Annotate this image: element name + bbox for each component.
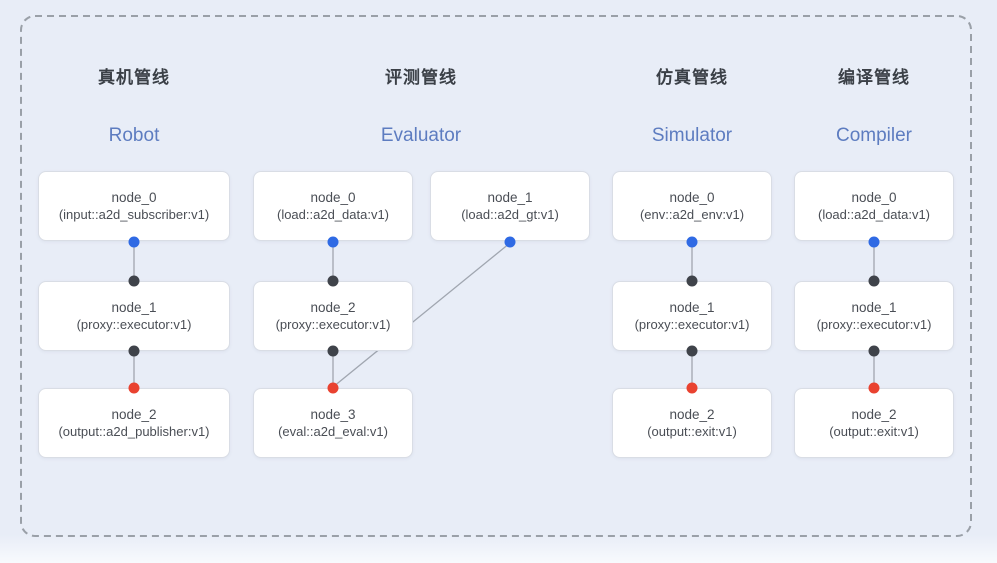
node-name: node_3 — [310, 407, 356, 423]
node-name: node_2 — [669, 407, 715, 423]
output-port-dot — [128, 382, 140, 394]
input-port-dot — [868, 236, 880, 248]
output-port-dot — [686, 382, 698, 394]
node-type: (env::a2d_env:v1) — [639, 206, 745, 222]
pipeline-title-en-robot: Robot — [108, 125, 160, 146]
node-simulator-node2: node_2 (output::exit:v1) — [612, 388, 772, 458]
node-type: (load::a2d_data:v1) — [817, 206, 931, 222]
output-port-dot — [868, 382, 880, 394]
pipeline-title-zh-compiler: 编译管线 — [838, 68, 910, 87]
pipeline-title-en-simulator: Simulator — [651, 125, 733, 146]
node-robot-node0: node_0 (input::a2d_subscriber:v1) — [38, 171, 230, 241]
node-type: (eval::a2d_eval:v1) — [278, 423, 388, 439]
node-name: node_1 — [851, 300, 897, 316]
executor-port-dot — [686, 275, 698, 287]
node-simulator-node0: node_0 (env::a2d_env:v1) — [612, 171, 772, 241]
node-evaluator-node3: node_3 (eval::a2d_eval:v1) — [253, 388, 413, 458]
input-port-dot — [504, 236, 516, 248]
input-port-dot — [686, 236, 698, 248]
node-type: (load::a2d_gt:v1) — [461, 206, 559, 222]
executor-port-dot — [327, 275, 339, 287]
node-name: node_1 — [487, 190, 533, 206]
executor-port-dot — [128, 275, 140, 287]
executor-port-dot — [686, 345, 698, 357]
output-port-dot — [327, 382, 339, 394]
executor-port-dot — [128, 345, 140, 357]
node-evaluator-node0: node_0 (load::a2d_data:v1) — [253, 171, 413, 241]
node-name: node_2 — [111, 407, 157, 423]
node-type: (input::a2d_subscriber:v1) — [58, 206, 210, 222]
node-compiler-node2: node_2 (output::exit:v1) — [794, 388, 954, 458]
executor-port-dot — [327, 345, 339, 357]
node-name: node_2 — [310, 300, 356, 316]
node-robot-node2: node_2 (output::a2d_publisher:v1) — [38, 388, 230, 458]
node-type: (proxy::executor:v1) — [816, 316, 932, 332]
node-name: node_1 — [669, 300, 715, 316]
node-name: node_0 — [310, 190, 356, 206]
dashed-frame-border — [20, 15, 972, 537]
node-compiler-node0: node_0 (load::a2d_data:v1) — [794, 171, 954, 241]
node-name: node_1 — [111, 300, 157, 316]
node-type: (proxy::executor:v1) — [76, 316, 192, 332]
node-robot-node1: node_1 (proxy::executor:v1) — [38, 281, 230, 351]
node-type: (proxy::executor:v1) — [634, 316, 750, 332]
node-name: node_0 — [851, 190, 897, 206]
node-simulator-node1: node_1 (proxy::executor:v1) — [612, 281, 772, 351]
pipeline-title-zh-evaluator: 评测管线 — [385, 68, 457, 87]
input-port-dot — [128, 236, 140, 248]
executor-port-dot — [868, 275, 880, 287]
node-type: (output::a2d_publisher:v1) — [58, 423, 210, 439]
node-type: (load::a2d_data:v1) — [276, 206, 390, 222]
node-name: node_0 — [669, 190, 715, 206]
pipeline-title-zh-robot: 真机管线 — [98, 68, 170, 87]
node-name: node_0 — [111, 190, 157, 206]
pipeline-title-en-evaluator: Evaluator — [380, 125, 462, 146]
node-evaluator-node2: node_2 (proxy::executor:v1) — [253, 281, 413, 351]
node-compiler-node1: node_1 (proxy::executor:v1) — [794, 281, 954, 351]
input-port-dot — [327, 236, 339, 248]
executor-port-dot — [868, 345, 880, 357]
node-evaluator-node1: node_1 (load::a2d_gt:v1) — [430, 171, 590, 241]
node-type: (proxy::executor:v1) — [275, 316, 391, 332]
node-type: (output::exit:v1) — [829, 423, 919, 439]
pipeline-title-en-compiler: Compiler — [835, 125, 913, 146]
pipeline-title-zh-simulator: 仿真管线 — [656, 68, 728, 87]
node-name: node_2 — [851, 407, 897, 423]
node-type: (output::exit:v1) — [647, 423, 737, 439]
